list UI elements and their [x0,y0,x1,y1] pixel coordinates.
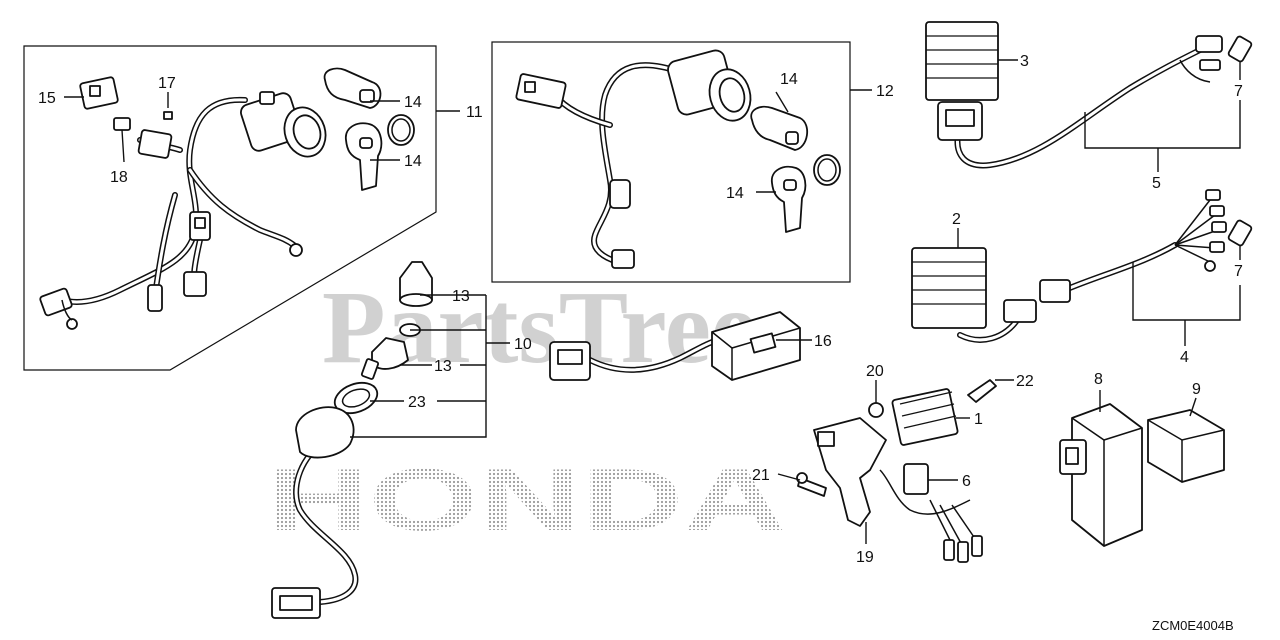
callout-labels: 15 17 18 14 14 11 14 12 14 3 7 5 2 7 4 1… [38,53,1243,566]
callout-10: 10 [514,336,532,353]
callout-8: 8 [1094,371,1103,388]
connector-18 [113,117,131,131]
ground-terminal [289,243,303,257]
group-frame-switch-kit [491,41,851,283]
relay-harness-16 [549,311,801,381]
kit-key-lower [771,165,807,233]
switch-kit-assembly [515,49,841,269]
regulator-2-body [911,247,987,329]
switch-component-stack [271,261,433,619]
kit-inline-switch [609,179,631,209]
bolt-22 [967,379,997,403]
callout-4: 4 [1180,349,1189,366]
harness-fuse [147,284,163,312]
regulator-2-connector [1003,299,1037,323]
callout-15: 15 [38,90,56,107]
callout-12: 12 [876,83,894,100]
callout-14: 14 [780,71,798,88]
callout-13: 13 [452,288,470,305]
callout-9: 9 [1192,381,1201,398]
insulator-cap-7-upper [1227,35,1253,63]
callout-7: 7 [1234,83,1243,100]
kit-connector-left [515,73,567,109]
callout-18: 18 [110,169,128,186]
callout-6: 6 [962,473,971,490]
cover-body [1147,409,1225,483]
callout-7: 7 [1234,263,1243,280]
kit-end-connector [611,249,635,269]
callout-2: 2 [952,211,961,228]
bolt-20 [868,402,884,418]
kit-key-upper [750,105,809,151]
group-frame-main-switch-assembly [23,45,437,371]
rubber-cover-9 [1147,409,1225,483]
switch-connector [137,129,173,159]
main-switch-harness-assembly [39,67,415,330]
push-switch-body [295,406,355,459]
callout-14: 14 [726,185,744,202]
regulator-3-body [925,21,999,101]
callout-22: 22 [1016,373,1034,390]
callout-17: 17 [158,75,176,92]
callout-13: 13 [434,358,452,375]
harness-end-connector [39,287,73,317]
regulator-3-assembly [925,21,1253,169]
callout-5: 5 [1152,175,1161,192]
callout-20: 20 [866,363,884,380]
insulator-cap-7-lower [1227,219,1253,247]
regulator-2-assembly [911,189,1253,343]
cdi-unit-body [1071,403,1143,547]
harness-5-terminal-a [1195,35,1223,53]
label-17 [163,111,173,120]
regulator-1-bracket-assembly [796,379,997,563]
callout-21: 21 [752,467,770,484]
connector-6 [903,463,929,495]
ignition-key-lower [345,122,383,191]
harness-connector-lower [183,271,207,297]
callout-11: 11 [466,104,483,121]
callout-16: 16 [814,333,832,350]
callout-3: 3 [1020,53,1029,70]
regulator-1-body [891,388,959,446]
callout-14: 14 [404,94,422,111]
callout-1: 1 [974,411,983,428]
callout-19: 19 [856,549,874,566]
honda-logo-watermark: HONDA [266,450,786,549]
figure-code: ZCM0E4004B [1152,618,1234,633]
callout-23: 23 [408,394,426,411]
callout-14: 14 [404,153,422,170]
leader-lines [64,59,1241,544]
cdi-unit-8 [1059,403,1143,547]
harness-4-connector [1039,279,1071,303]
